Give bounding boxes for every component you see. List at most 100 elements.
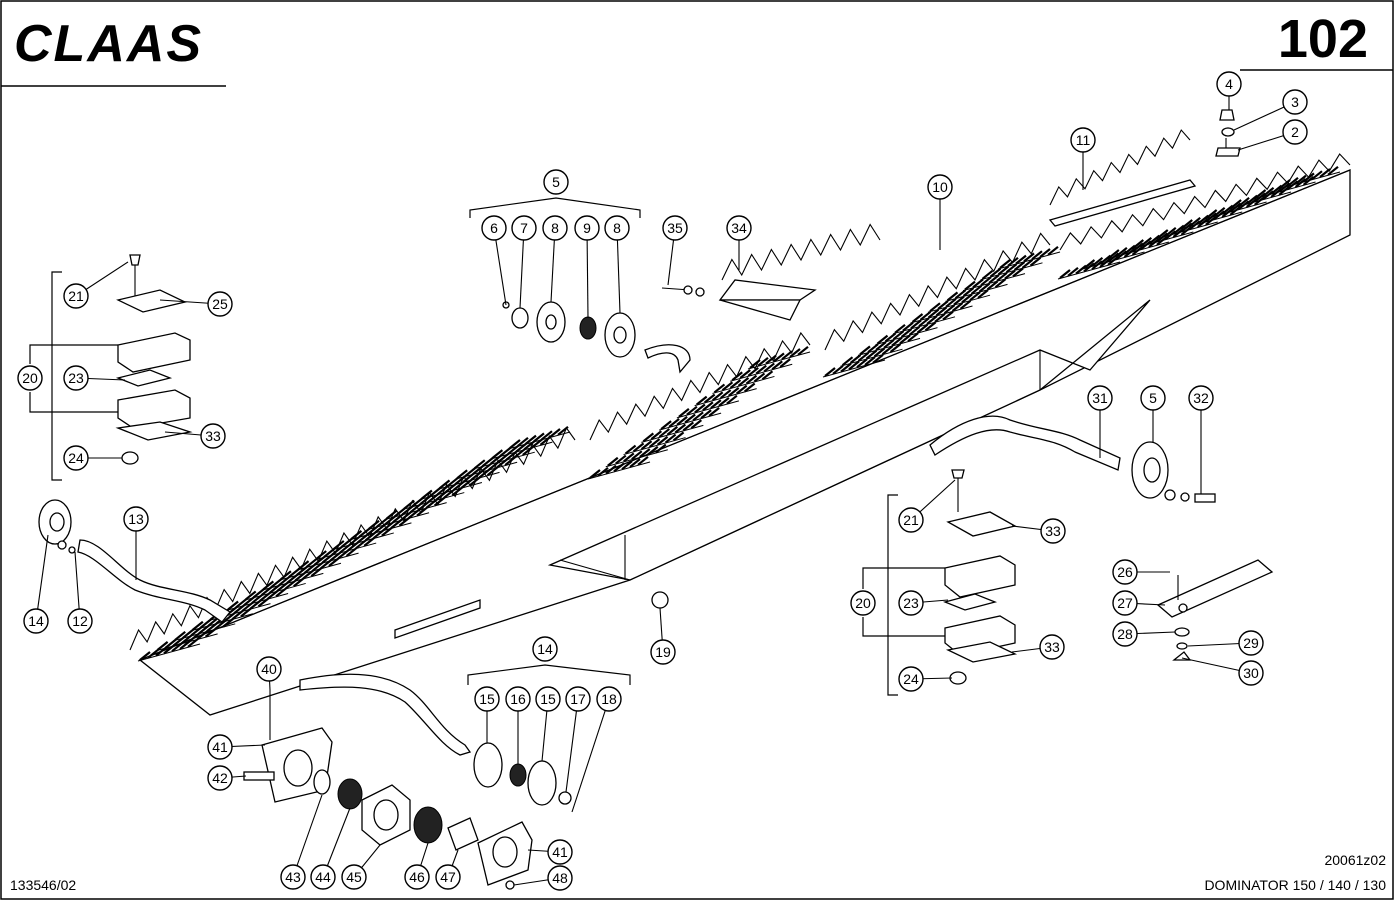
svg-text:41: 41 xyxy=(212,739,228,755)
svg-text:40: 40 xyxy=(261,661,277,677)
svg-text:33: 33 xyxy=(205,428,221,444)
callout-15: 15 xyxy=(474,686,500,712)
svg-text:23: 23 xyxy=(68,370,84,386)
callout-2: 2 xyxy=(1282,119,1308,145)
svg-text:27: 27 xyxy=(1117,595,1133,611)
svg-text:8: 8 xyxy=(551,220,559,236)
svg-text:34: 34 xyxy=(731,220,747,236)
model-name: DOMINATOR 150 / 140 / 130 xyxy=(1204,877,1386,893)
svg-text:41: 41 xyxy=(552,844,568,860)
flange-bearing-14-left xyxy=(38,499,76,554)
callout-12: 12 xyxy=(67,608,93,634)
callout-24: 24 xyxy=(898,666,924,692)
callout-34: 34 xyxy=(726,215,752,241)
callout-28: 28 xyxy=(1112,621,1138,647)
svg-text:29: 29 xyxy=(1243,635,1259,651)
callout-41: 41 xyxy=(207,734,233,760)
screw-35 xyxy=(661,285,705,297)
callout-3: 3 xyxy=(1282,89,1308,115)
callout-14: 14 xyxy=(23,608,49,634)
svg-text:26: 26 xyxy=(1117,564,1133,580)
callout-4: 4 xyxy=(1216,71,1242,97)
callout-15: 15 xyxy=(535,686,561,712)
svg-text:11: 11 xyxy=(1076,132,1091,148)
svg-text:19: 19 xyxy=(655,644,671,660)
mount-block-group-right xyxy=(942,469,1018,685)
callout-21: 21 xyxy=(898,507,924,533)
callout-44: 44 xyxy=(310,864,336,890)
svg-text:10: 10 xyxy=(932,179,948,195)
shaft-13 xyxy=(77,539,231,623)
callout-10: 10 xyxy=(927,174,953,200)
svg-text:42: 42 xyxy=(212,770,228,786)
callout-9: 9 xyxy=(574,215,600,241)
callout-23: 23 xyxy=(898,590,924,616)
callout-41: 41 xyxy=(547,839,573,865)
bearing-group-14-lower xyxy=(473,742,572,806)
svg-text:9: 9 xyxy=(583,220,591,236)
bearing-assembly-bottom xyxy=(243,690,533,890)
strip-11-base xyxy=(1048,179,1197,227)
svg-text:20: 20 xyxy=(855,595,871,611)
svg-text:25: 25 xyxy=(212,296,228,312)
svg-text:18: 18 xyxy=(601,691,617,707)
callout-33: 33 xyxy=(200,423,226,449)
fastener-group-2-3-4 xyxy=(1215,109,1241,157)
sawtooth-top xyxy=(1059,153,1351,251)
svg-text:31: 31 xyxy=(1092,390,1108,406)
mount-block-group-left xyxy=(115,254,193,465)
callout-30: 30 xyxy=(1238,660,1264,686)
brand-logo: CLAAS xyxy=(14,15,204,73)
callout-7: 7 xyxy=(511,215,537,241)
paddle-chain-middle xyxy=(587,345,811,480)
elevator-housing xyxy=(138,169,1351,716)
paddle-chain-upper xyxy=(822,245,1061,378)
callout-27: 27 xyxy=(1112,590,1138,616)
shaft-lower xyxy=(299,673,472,756)
drawing-number: 133546/02 xyxy=(10,877,77,893)
bushing-19 xyxy=(651,591,669,609)
callout-14: 14 xyxy=(532,636,558,662)
svg-text:7: 7 xyxy=(520,220,528,236)
svg-text:16: 16 xyxy=(510,691,526,707)
svg-text:3: 3 xyxy=(1291,94,1299,110)
svg-text:32: 32 xyxy=(1193,390,1209,406)
sawtooth-upper xyxy=(824,232,1051,351)
callout-20: 20 xyxy=(17,365,43,391)
svg-text:20: 20 xyxy=(22,370,38,386)
svg-text:2: 2 xyxy=(1291,124,1299,140)
svg-text:28: 28 xyxy=(1117,626,1133,642)
bracket-34-base xyxy=(718,279,817,301)
callout-23: 23 xyxy=(63,365,89,391)
svg-text:33: 33 xyxy=(1044,639,1060,655)
callout-33: 33 xyxy=(1039,634,1065,660)
callout-21: 21 xyxy=(63,283,89,309)
svg-text:33: 33 xyxy=(1045,523,1061,539)
group-brackets xyxy=(29,197,945,696)
svg-text:14: 14 xyxy=(537,641,553,657)
callout-45: 45 xyxy=(341,864,367,890)
callout-43: 43 xyxy=(280,864,306,890)
callout-46: 46 xyxy=(404,864,430,890)
svg-text:46: 46 xyxy=(409,869,425,885)
callout-5: 5 xyxy=(543,169,569,195)
svg-text:44: 44 xyxy=(315,869,331,885)
callout-29: 29 xyxy=(1238,630,1264,656)
svg-text:12: 12 xyxy=(72,613,88,629)
svg-text:23: 23 xyxy=(903,595,919,611)
callout-16: 16 xyxy=(505,686,531,712)
svg-text:5: 5 xyxy=(552,174,560,190)
sawtooth-middle xyxy=(589,331,811,441)
callout-11: 11 xyxy=(1070,127,1096,153)
callout-8: 8 xyxy=(542,215,568,241)
callout-17: 17 xyxy=(565,686,591,712)
callout-13: 13 xyxy=(123,506,149,532)
callout-18: 18 xyxy=(596,686,622,712)
svg-text:15: 15 xyxy=(540,691,556,707)
paddle-chain-lower xyxy=(137,425,571,662)
plate-27-group xyxy=(1156,559,1274,661)
callout-25: 25 xyxy=(207,291,233,317)
callout-32: 32 xyxy=(1188,385,1214,411)
